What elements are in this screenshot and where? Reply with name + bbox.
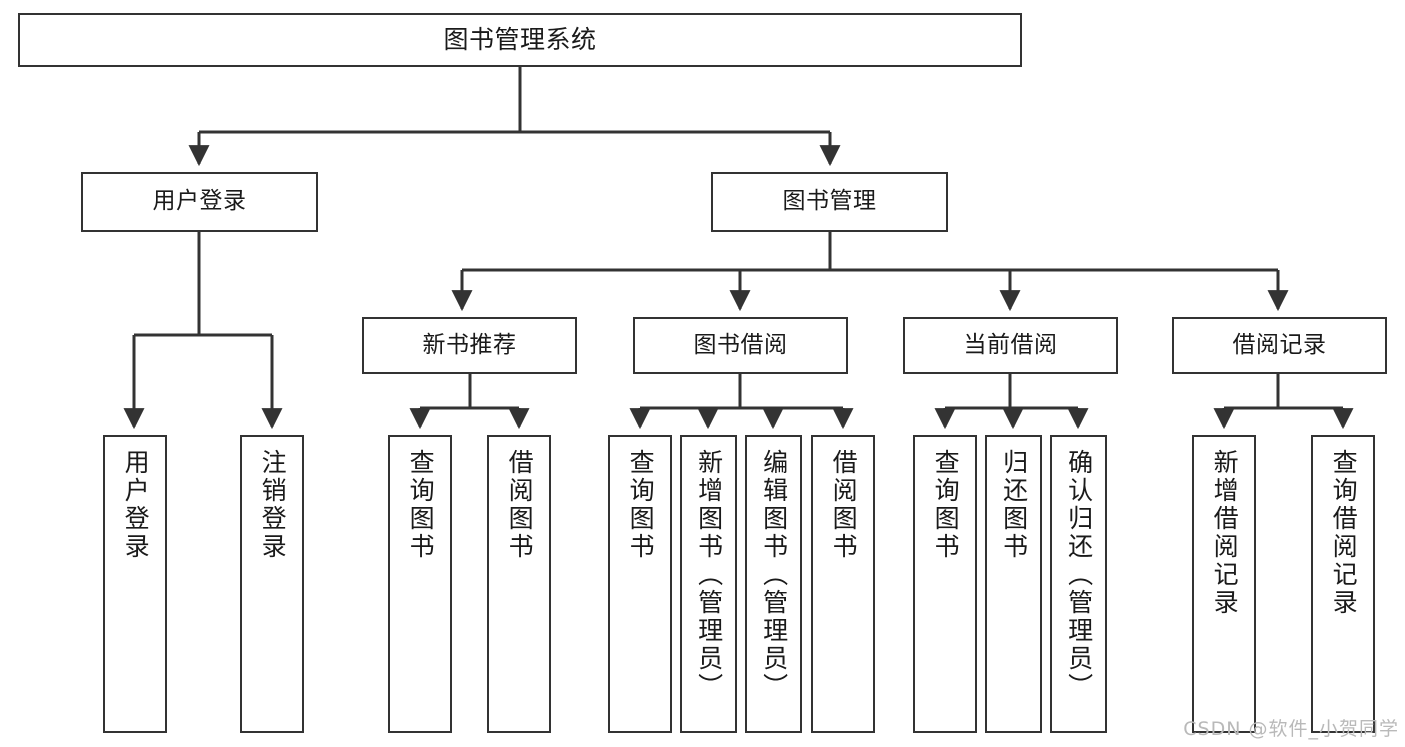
leaf-query-book-rec[interactable]: 查询图书 <box>388 435 452 733</box>
leaf-confirm-return[interactable]: 确认归还（管理员） <box>1050 435 1107 733</box>
node-label: 查询图书 <box>406 449 436 561</box>
leaf-return-book[interactable]: 归还图书 <box>985 435 1042 733</box>
node-label: 新增图书（管理员） <box>694 449 724 701</box>
node-label: 当前借阅 <box>963 331 1058 358</box>
leaf-logout-login[interactable]: 注销登录 <box>240 435 304 733</box>
node-label: 借阅图书 <box>505 449 535 561</box>
node-label: 用户登录 <box>121 449 151 561</box>
node-borrowing-record[interactable]: 借阅记录 <box>1172 317 1387 374</box>
node-label: 编辑图书（管理员） <box>759 449 789 701</box>
node-new-book-recommendation[interactable]: 新书推荐 <box>362 317 577 374</box>
node-label: 注销登录 <box>258 449 288 561</box>
leaf-query-book-bb[interactable]: 查询图书 <box>608 435 672 733</box>
node-book-management[interactable]: 图书管理 <box>711 172 948 232</box>
node-label: 新书推荐 <box>422 331 517 358</box>
node-label: 借阅记录 <box>1232 331 1327 358</box>
node-label: 查询借阅记录 <box>1329 449 1359 617</box>
node-label: 用户登录 <box>152 188 247 215</box>
node-label: 查询图书 <box>931 449 961 561</box>
leaf-query-borrow-record[interactable]: 查询借阅记录 <box>1311 435 1375 733</box>
node-label: 图书管理系统 <box>443 25 597 55</box>
node-user-login[interactable]: 用户登录 <box>81 172 318 232</box>
leaf-borrow-book-bb[interactable]: 借阅图书 <box>811 435 875 733</box>
leaf-add-book-admin[interactable]: 新增图书（管理员） <box>680 435 737 733</box>
node-label: 借阅图书 <box>829 449 859 561</box>
node-root-system[interactable]: 图书管理系统 <box>18 13 1022 67</box>
node-current-borrowing[interactable]: 当前借阅 <box>903 317 1118 374</box>
node-label: 新增借阅记录 <box>1210 449 1240 617</box>
leaf-add-borrow-record[interactable]: 新增借阅记录 <box>1192 435 1256 733</box>
watermark-text: CSDN @软件_小贺同学 <box>1183 718 1399 740</box>
node-label: 确认归还（管理员） <box>1064 449 1094 701</box>
node-label: 查询图书 <box>626 449 656 561</box>
node-label: 图书借阅 <box>693 331 788 358</box>
leaf-borrow-book-rec[interactable]: 借阅图书 <box>487 435 551 733</box>
node-book-borrowing[interactable]: 图书借阅 <box>633 317 848 374</box>
node-label: 归还图书 <box>999 449 1029 561</box>
leaf-user-login[interactable]: 用户登录 <box>103 435 167 733</box>
node-label: 图书管理 <box>782 188 877 215</box>
leaf-edit-book-admin[interactable]: 编辑图书（管理员） <box>745 435 802 733</box>
leaf-query-book-cb[interactable]: 查询图书 <box>913 435 977 733</box>
